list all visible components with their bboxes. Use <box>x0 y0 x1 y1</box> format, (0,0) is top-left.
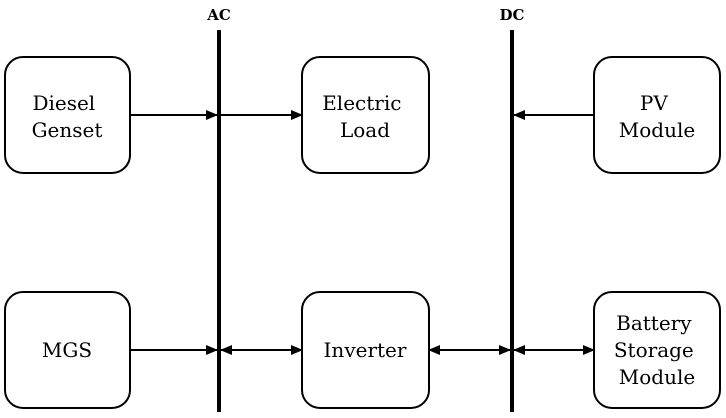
diesel-genset-label-line-1: Diesel <box>32 91 95 115</box>
pv-module-box: PV Module <box>593 56 721 174</box>
inverter-box: Inverter <box>301 291 430 409</box>
diesel-genset-box: Diesel Genset <box>4 56 131 174</box>
battery-storage-label-line-1: Battery <box>616 311 692 335</box>
svg-text:Diesel Genset: Diesel Genset <box>32 91 103 142</box>
pv-module-label-line-1: PV <box>640 91 668 115</box>
inverter-label-line-1: Inverter <box>324 338 407 362</box>
mgs-box: MGS <box>4 291 131 409</box>
electric-load-label-line-2: Load <box>340 118 390 142</box>
diesel-genset-label-line-2: Genset <box>32 118 103 142</box>
dc-bus-label: DC <box>500 6 525 24</box>
electric-load-box: Electric Load <box>301 56 430 174</box>
battery-storage-label-line-2: Storage <box>614 338 694 362</box>
svg-text:PV Module: PV Module <box>619 91 695 142</box>
battery-storage-label-line-3: Module <box>619 365 695 389</box>
electric-load-label-line-1: Electric <box>322 91 401 115</box>
battery-storage-module-box: Battery Storage Module <box>593 291 721 409</box>
svg-text:Battery Storage Mo: Battery Storage Module <box>614 311 700 389</box>
pv-module-label-line-2: Module <box>619 118 695 142</box>
mgs-label-line-1: MGS <box>42 338 92 362</box>
ac-bus-label: AC <box>206 6 231 24</box>
svg-text:Inverter: Inverter <box>324 338 407 362</box>
svg-text:Electric Load: Electric Load <box>322 91 408 142</box>
svg-text:MGS: MGS <box>42 338 92 362</box>
